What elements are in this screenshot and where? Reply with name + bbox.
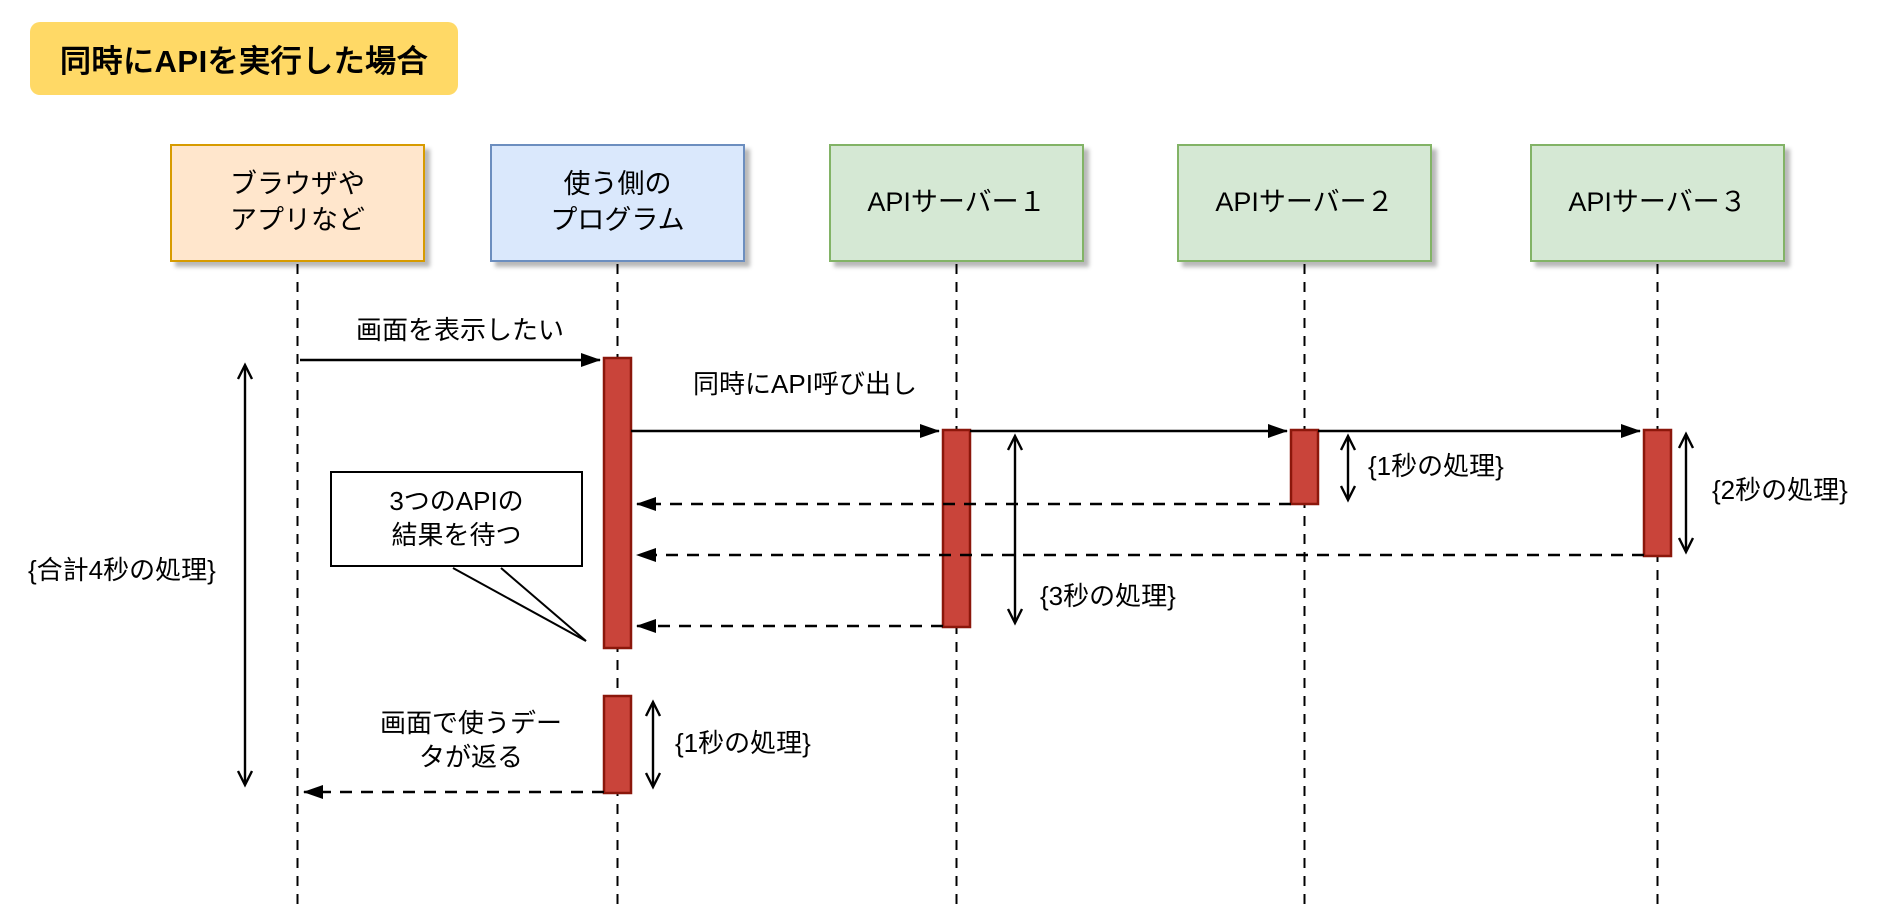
activation-bars (602, 356, 1673, 795)
message-return-label: 画面で使うデー タが返る (379, 708, 562, 772)
actor-api-server-2: APIサーバー２ (1177, 144, 1432, 262)
activation-program-final (602, 694, 633, 795)
diagram-title: 同時にAPIを実行した場合 (30, 22, 459, 95)
actor-api-server-3: APIサーバー３ (1530, 144, 1785, 262)
note-tail-edge-right (500, 567, 587, 642)
activation-api1 (941, 428, 972, 629)
activation-program-main (602, 356, 633, 650)
duration-label-total: {合計4秒の処理} (28, 555, 216, 585)
duration-arrows (236, 362, 1695, 790)
call-arrows (300, 353, 1641, 438)
activation-api2 (1289, 428, 1320, 506)
note-tail (452, 567, 587, 642)
actor-api-server-1: APIサーバー１ (829, 144, 1084, 262)
duration-label-final: {1秒の処理} (675, 728, 811, 758)
message-parallel-call-label: 同時にAPI呼び出し (693, 369, 917, 399)
duration-label-api3: {2秒の処理} (1712, 475, 1848, 505)
note-wait-for-results: 3つのAPIの 結果を待つ (330, 471, 583, 567)
message-request-label: 画面を表示したい (355, 315, 564, 345)
activation-api3 (1642, 428, 1673, 558)
actor-browser: ブラウザや アプリなど (170, 144, 425, 262)
return-arrows (303, 497, 1644, 799)
duration-label-api2: {1秒の処理} (1368, 451, 1504, 481)
note-tail-edge-left (452, 567, 587, 642)
duration-label-api1: {3秒の処理} (1040, 581, 1176, 611)
actor-program: 使う側の プログラム (490, 144, 745, 262)
